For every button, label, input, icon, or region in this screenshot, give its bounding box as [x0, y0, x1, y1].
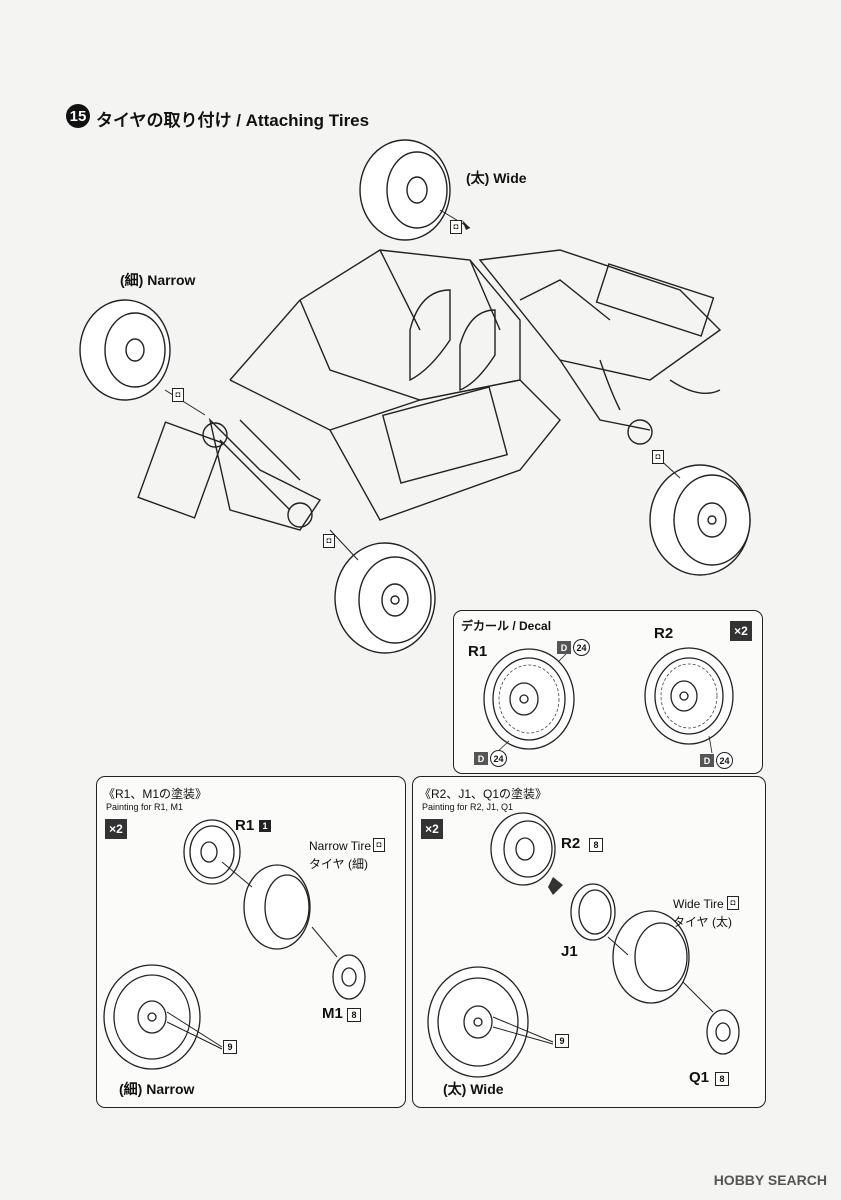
narrow-tire-jp: タイヤ (細) — [309, 857, 368, 871]
tire-icon: ◘ — [172, 388, 184, 402]
step-number: 15 — [66, 104, 90, 128]
painting-box-r2-j1-q1: 《R2、J1、Q1の塗装》 Painting for R2, J1, Q1 ×2… — [412, 776, 766, 1108]
decal-wheels — [483, 647, 734, 754]
r1-m1-parts — [103, 819, 366, 1070]
narrow-bottom-label: (細) Narrow — [119, 1081, 195, 1097]
painting-box-r1-m1: 《R1、M1の塗装》 Painting for R1, M1 ×2 R1 1 N… — [96, 776, 406, 1108]
chassis-illustration — [79, 139, 751, 654]
decal-number: 24 — [716, 752, 733, 769]
multiplier-badge: ×2 — [730, 621, 752, 641]
decal-title: デカール / Decal — [461, 619, 552, 633]
wide-bottom-label: (太) Wide — [443, 1081, 504, 1097]
r1-label: R1 — [235, 817, 255, 834]
tire-icon: ◘ — [323, 534, 335, 548]
decal-d-tag: D — [700, 754, 714, 767]
multiplier-badge: ×2 — [421, 819, 443, 839]
r2-paint-number: 8 — [589, 838, 603, 852]
narrow-tire-front-left — [79, 299, 171, 401]
tire-icon: ◘ — [652, 450, 664, 464]
wide-tire-rear-right — [649, 464, 751, 576]
narrow-label: (細) Narrow — [120, 272, 196, 288]
paint-number: 9 — [223, 1040, 237, 1054]
decal-r2-label: R2 — [654, 625, 674, 642]
tire-icon: ◘ — [727, 896, 739, 910]
wide-tire-en: Wide Tire — [673, 897, 724, 911]
q1-paint-number: 8 — [715, 1072, 729, 1086]
decal-box: デカール / Decal R1 R2 ×2 D 24 D 24 D 24 — [453, 610, 763, 774]
r2-label: R2 — [561, 835, 581, 852]
wide-tire-jp: タイヤ (太) — [673, 915, 732, 929]
narrow-tire-en: Narrow Tire — [309, 839, 372, 853]
multiplier-badge: ×2 — [105, 819, 127, 839]
painting-subtitle: Painting for R1, M1 — [106, 802, 184, 812]
hobby-search-watermark: HOBBY SEARCH — [713, 1172, 827, 1188]
r2-j1-q1-parts — [427, 812, 740, 1078]
wide-tire-rear-upper — [359, 139, 451, 241]
step-title: タイヤの取り付け / Attaching Tires — [96, 111, 370, 130]
decal-r1-label: R1 — [468, 643, 488, 660]
painting-subtitle: Painting for R2, J1, Q1 — [422, 802, 514, 812]
narrow-tire-front-right — [334, 542, 436, 654]
decal-number: 24 — [573, 639, 590, 656]
decal-number: 24 — [490, 750, 507, 767]
wide-label: (太) Wide — [466, 170, 527, 186]
tire-icon: ◘ — [450, 220, 462, 234]
paint-number: 9 — [555, 1034, 569, 1048]
decal-d-tag: D — [557, 641, 571, 654]
tire-icon: ◘ — [373, 838, 385, 852]
m1-paint-number: 8 — [347, 1008, 361, 1022]
painting-title: 《R1、M1の塗装》 — [103, 787, 208, 801]
m1-label: M1 — [322, 1005, 343, 1022]
r1-paint-number: 1 — [259, 820, 271, 832]
q1-label: Q1 — [689, 1069, 710, 1086]
j1-label: J1 — [561, 943, 578, 960]
decal-d-tag: D — [474, 752, 488, 765]
painting-title: 《R2、J1、Q1の塗装》 — [419, 787, 548, 801]
